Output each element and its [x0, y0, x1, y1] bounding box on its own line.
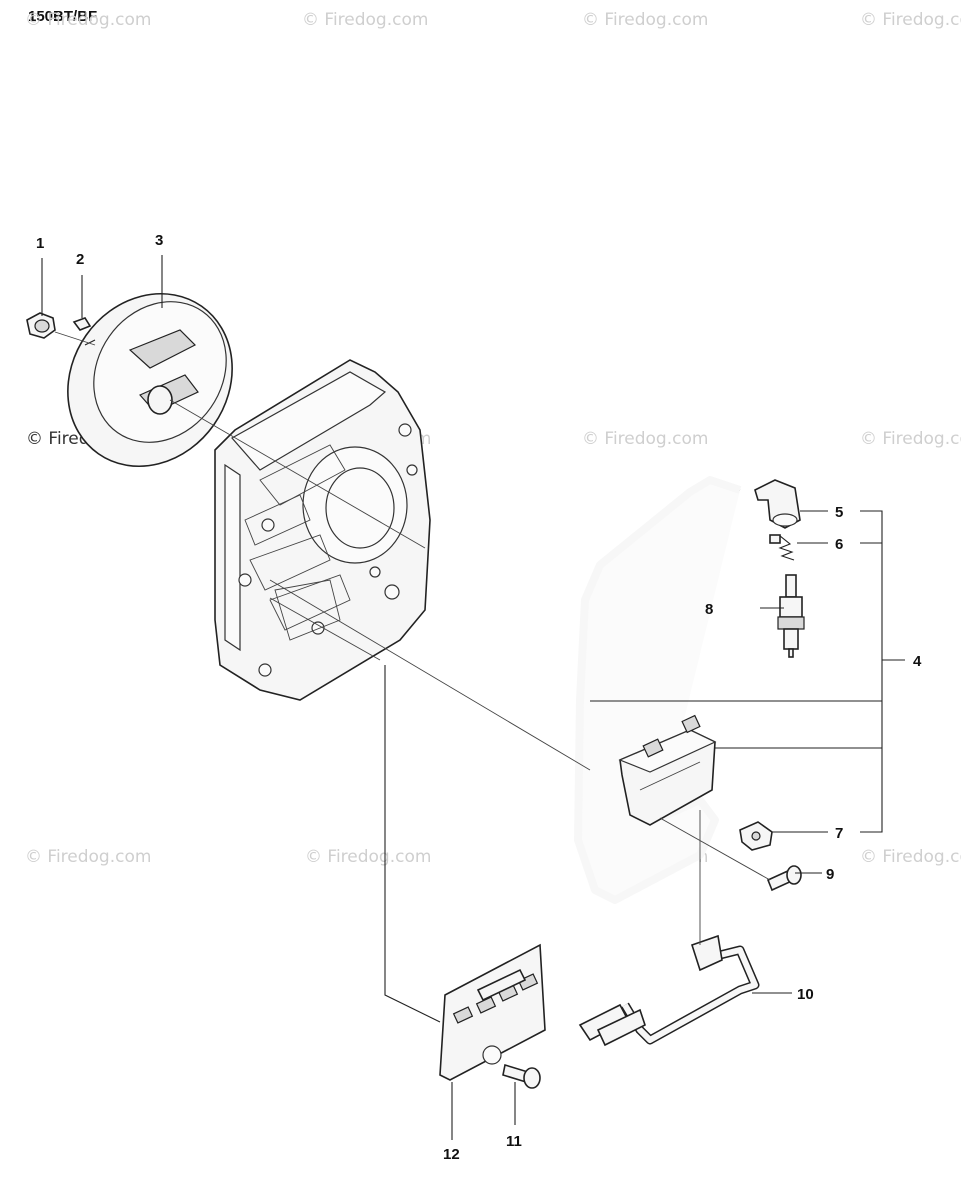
part-11-screw [502, 1063, 541, 1089]
callout-10: 10 [797, 986, 814, 1003]
part-7-clip [739, 821, 773, 851]
callout-8: 8 [705, 601, 713, 618]
watermark-10: © Firedog.com [305, 847, 431, 867]
watermark-8: © Firedog.com [860, 429, 961, 449]
part-5-plug-cap [754, 479, 801, 529]
callout-5: 5 [835, 504, 843, 521]
part-10-stop-cable [578, 934, 760, 1047]
watermark-7: © Firedog.com [582, 429, 708, 449]
watermark-1: © Firedog.com [25, 10, 151, 30]
callout-11: 11 [506, 1133, 522, 1150]
callout-3: 3 [155, 232, 163, 249]
part-8-spark-plug [777, 574, 805, 658]
part-4-ignition-module [618, 714, 717, 826]
part-12-plate [439, 943, 546, 1081]
callouts: 1 2 3 4 5 6 7 8 9 10 11 12 [36, 232, 922, 1163]
watermark-4: © Firedog.com [860, 10, 961, 30]
watermark-3: © Firedog.com [582, 10, 708, 30]
leader-12-center [384, 665, 441, 1023]
ignition-lead [574, 476, 742, 904]
callout-7: 7 [835, 825, 843, 842]
callout-4: 4 [913, 653, 922, 670]
part-6-spring [769, 534, 795, 561]
watermark-2: © Firedog.com [302, 10, 428, 30]
callout-2: 2 [76, 251, 84, 268]
part-3-flywheel [67, 292, 233, 468]
part-1-nut [26, 312, 56, 339]
crankcase-housing [214, 359, 431, 701]
callout-9: 9 [826, 866, 834, 883]
leader-lines [41, 255, 905, 1140]
callout-6: 6 [835, 536, 843, 553]
callout-12: 12 [443, 1146, 460, 1163]
part-2-key [72, 317, 92, 331]
model-label: 150BT/BF [28, 8, 98, 25]
watermark-12: © Firedog.com [860, 847, 961, 867]
watermark-9: © Firedog.com [25, 847, 151, 867]
callout-1: 1 [36, 235, 44, 252]
bracket-4 [860, 510, 883, 833]
part-9-screw [766, 865, 802, 892]
